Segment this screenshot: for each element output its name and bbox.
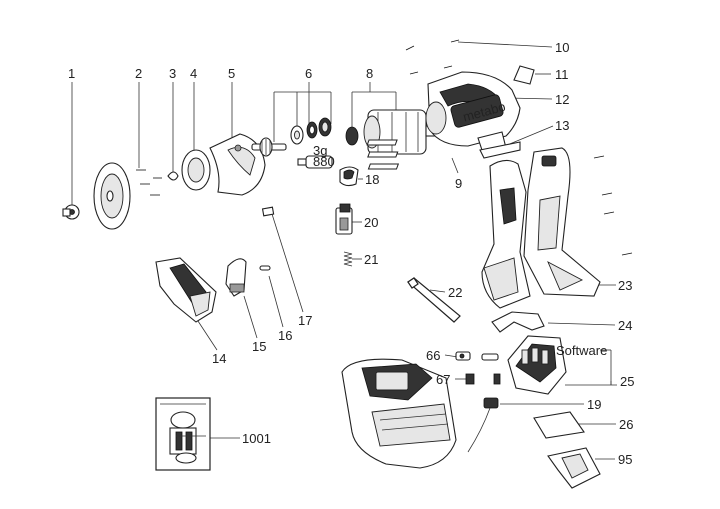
hex-key <box>407 277 461 323</box>
housing-screws <box>405 39 460 75</box>
grease-tube: 3g 880 <box>297 143 335 169</box>
label-9: 9 <box>455 176 462 191</box>
label-5: 5 <box>228 66 235 81</box>
label-2: 2 <box>135 66 142 81</box>
rating-label <box>513 65 535 85</box>
label-67: 67 <box>436 372 450 387</box>
label-13: 13 <box>555 118 569 133</box>
disc-guard-upper <box>209 133 266 196</box>
pin <box>259 265 271 271</box>
bearing-1 <box>290 125 304 145</box>
insulation-sheet <box>533 411 585 439</box>
label-17: 17 <box>298 313 312 328</box>
label-20: 20 <box>364 215 378 230</box>
battery-latch <box>491 311 545 333</box>
label-24: 24 <box>618 318 632 333</box>
label-66: 66 <box>426 348 440 363</box>
label-3: 3 <box>169 66 176 81</box>
label-12: 12 <box>555 92 569 107</box>
spindle-shaft <box>251 137 287 157</box>
label-14: 14 <box>212 351 226 366</box>
thermal-pads <box>366 139 400 170</box>
leader-lines <box>71 41 617 460</box>
guard-clip <box>225 258 247 297</box>
contact-terminal <box>455 351 499 361</box>
handle-housing-right <box>523 147 601 297</box>
on-off-switch <box>335 203 353 235</box>
grease-label-b: 880 <box>313 154 335 169</box>
label-1: 1 <box>68 66 75 81</box>
label-95: 95 <box>618 452 632 467</box>
label-16: 16 <box>278 328 292 343</box>
bearing-2 <box>306 121 318 139</box>
grease-label-a: 3g <box>313 143 327 158</box>
cover-plate <box>547 447 601 489</box>
switch-slider <box>339 166 359 187</box>
handle-housing-left <box>481 159 531 309</box>
label-21: 21 <box>364 252 378 267</box>
cable-lead <box>467 397 499 453</box>
housing-screws-right <box>593 155 633 256</box>
label-software: Software <box>556 343 607 358</box>
small-screws <box>136 169 162 196</box>
lower-guard <box>155 257 217 323</box>
label-4: 4 <box>190 66 197 81</box>
label-15: 15 <box>252 339 266 354</box>
small-plate <box>261 206 275 217</box>
small-springs <box>465 373 501 385</box>
label-23: 23 <box>618 278 632 293</box>
gear-small <box>318 117 332 137</box>
housing-seal <box>479 141 521 159</box>
label-11: 11 <box>555 67 569 82</box>
clip <box>167 171 179 181</box>
label-6: 6 <box>305 66 312 81</box>
gear-head-housing: metabo <box>425 71 521 151</box>
spring <box>343 251 353 267</box>
battery-pack <box>341 358 457 469</box>
flange-washer <box>181 149 211 191</box>
label-22: 22 <box>448 285 462 300</box>
detail-inset <box>155 397 211 471</box>
label-26: 26 <box>619 417 633 432</box>
label-10: 10 <box>555 40 569 55</box>
wheel-nut <box>62 204 80 220</box>
part-labels: 1 2 3 4 5 6 8 9 10 11 12 13 14 15 16 17 … <box>68 40 634 467</box>
electronics-module <box>507 335 567 395</box>
cutting-disc <box>93 162 131 230</box>
label-8: 8 <box>366 66 373 81</box>
label-18: 18 <box>365 172 379 187</box>
label-25: 25 <box>620 374 634 389</box>
label-1001: 1001 <box>242 431 271 446</box>
label-19: 19 <box>587 397 601 412</box>
